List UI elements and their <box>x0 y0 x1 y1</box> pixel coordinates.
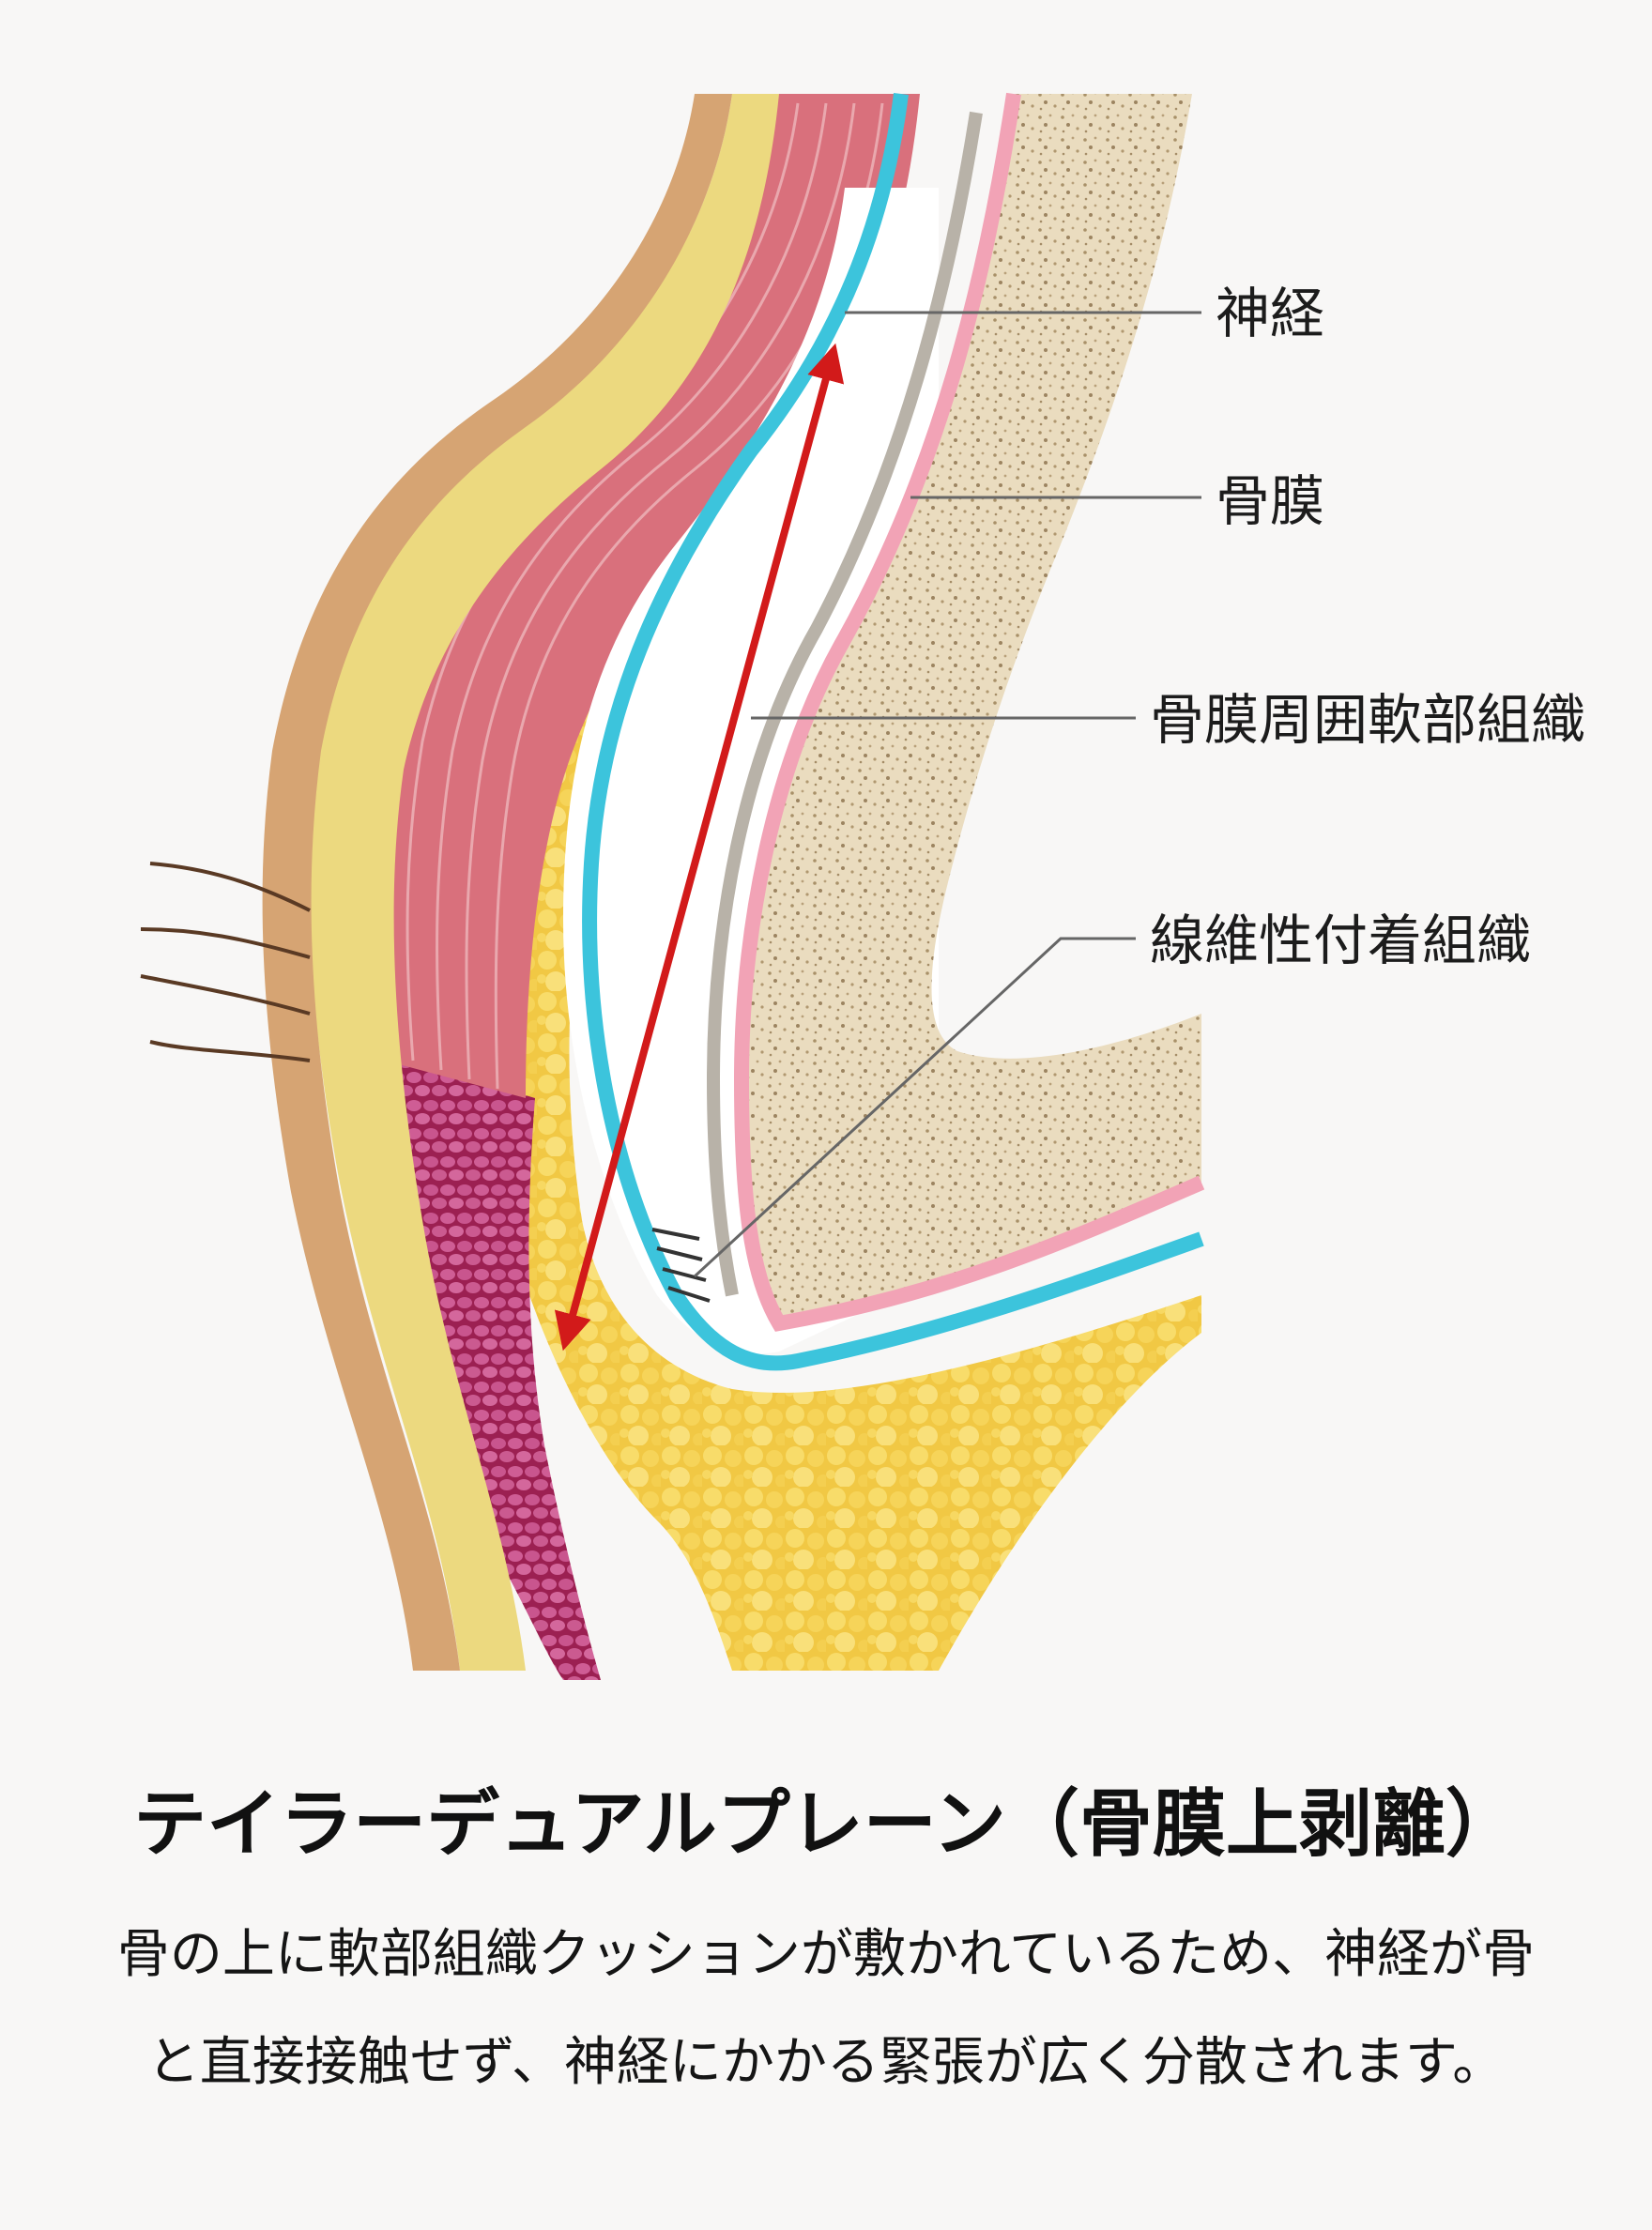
label-periosteum: 骨膜 <box>1216 469 1325 533</box>
leader-lines <box>693 311 1201 1278</box>
description-line-2: と直接接触せず、神経にかかる緊張が広く分散されます。 <box>146 2032 1506 2093</box>
label-fibrous-attachment: 線維性付着組織 <box>1150 909 1532 972</box>
page-title: テイラーデュアルプレーン（骨膜上剥離） <box>133 1782 1519 1867</box>
bone <box>742 94 1201 1323</box>
dissection-arrow <box>554 343 845 1352</box>
description-line-1: 骨の上に軟部組織クッションが敷かれているため、神経が骨 <box>116 1924 1536 1985</box>
eyelashes <box>140 862 311 1062</box>
subcutaneous-layer <box>309 94 779 1671</box>
leader-fibrous-attachment <box>693 937 1136 1278</box>
label-periosteal-soft-tissue: 骨膜周囲軟部組織 <box>1150 688 1586 752</box>
label-nerve: 神経 <box>1216 282 1325 345</box>
skin-layer <box>262 94 732 1671</box>
dark-muscle-layer <box>375 1051 601 1680</box>
